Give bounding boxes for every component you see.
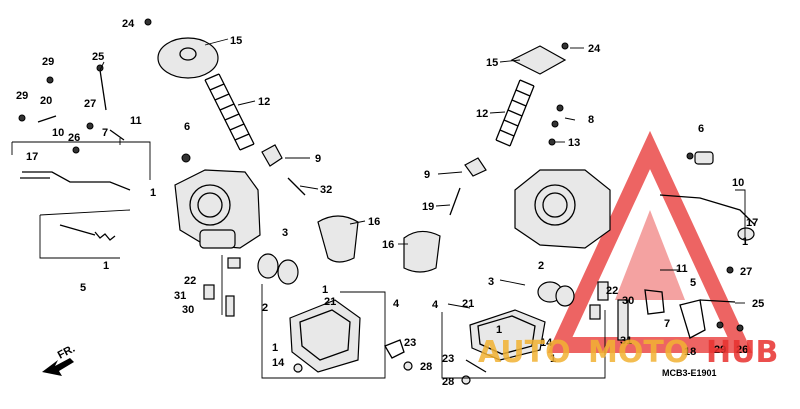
watermark-word-moto: MOTO <box>588 335 689 370</box>
pilot-screw-left <box>59 224 116 241</box>
callout-11-left: 11 <box>130 115 142 127</box>
callout-25-right: 25 <box>752 298 764 310</box>
callout-31-left: 31 <box>174 290 186 302</box>
watermark-logo <box>547 130 753 353</box>
callout-1-left-float: 1 <box>322 284 328 296</box>
group-frames <box>11 138 746 379</box>
callout-13-right: 13 <box>568 137 580 149</box>
callout-14-right: 14 <box>540 337 553 349</box>
callout-1-right-float: 1 <box>496 324 502 336</box>
callout-29-right: 29 <box>714 344 726 356</box>
callout-10-left: 10 <box>52 127 64 139</box>
callout-1-left-bracket: 1 <box>103 260 109 272</box>
watermark-word-auto: AUTO <box>478 335 571 370</box>
top-cover-right <box>510 45 567 75</box>
left-carburetor-group <box>18 18 413 373</box>
watermark-word-hub: HUB <box>706 335 778 370</box>
callout-1-right-bracket: 1 <box>742 236 748 248</box>
callout-3-left: 3 <box>282 227 288 239</box>
callout-12-left: 12 <box>258 96 270 108</box>
callout-28-left: 28 <box>420 361 432 373</box>
callout-16-left: 16 <box>368 216 380 228</box>
callout-24-right: 24 <box>588 43 601 55</box>
callout-21-left: 21 <box>324 296 336 308</box>
callout-6-right: 6 <box>698 123 704 135</box>
callout-1-left-top: 1 <box>150 187 156 199</box>
callout-29-left-top: 29 <box>42 56 54 68</box>
callout-26-right: 26 <box>736 344 748 356</box>
callout-23-left: 23 <box>404 337 416 349</box>
callout-12-right: 12 <box>476 108 488 120</box>
callout-17-left: 17 <box>26 151 38 163</box>
callout-5-right: 5 <box>690 277 696 289</box>
left-carb-body <box>174 169 261 249</box>
callout-27-right: 27 <box>740 266 752 278</box>
callout-labels: 24 15 29 25 12 29 20 27 11 6 10 26 17 9 … <box>16 18 764 388</box>
right-carburetor-group <box>403 42 756 385</box>
callout-1-left-bottom: 1 <box>272 342 278 354</box>
callout-4-right: 4 <box>432 299 439 311</box>
callout-21-right: 21 <box>462 298 474 310</box>
callout-16-right: 16 <box>382 239 394 251</box>
callout-11-right: 11 <box>676 263 688 275</box>
callout-26-left: 26 <box>68 132 80 144</box>
catalog-code: MCB3-E1901 <box>662 368 717 378</box>
callout-17-right: 17 <box>746 217 758 229</box>
leader-lines <box>99 38 745 309</box>
callout-19-right: 19 <box>422 201 434 213</box>
callout-27-left: 27 <box>84 98 96 110</box>
watermark-text: AUTO MOTO HUB <box>478 335 778 370</box>
callout-7-left: 7 <box>102 127 108 139</box>
callout-15-right: 15 <box>486 57 498 69</box>
callout-24-left: 24 <box>122 18 135 30</box>
callout-9-left: 9 <box>315 153 321 165</box>
front-direction-arrow: FR. <box>42 343 77 376</box>
callout-6-left: 6 <box>184 121 190 133</box>
callout-2-left: 2 <box>262 302 268 314</box>
callout-20-left: 20 <box>40 95 52 107</box>
callout-22-left: 22 <box>184 275 196 287</box>
callout-18-right: 18 <box>684 346 696 358</box>
callout-29-left: 29 <box>16 90 28 102</box>
callout-2-right: 2 <box>538 260 544 272</box>
callout-5-left: 5 <box>80 282 86 294</box>
callout-23-right: 23 <box>442 353 454 365</box>
callout-7-right: 7 <box>664 318 670 330</box>
callout-31-right: 31 <box>620 335 632 347</box>
spring-left <box>204 73 255 151</box>
callout-22-right: 22 <box>606 285 618 297</box>
callout-15-left: 15 <box>230 35 242 47</box>
callout-10-right: 10 <box>732 177 744 189</box>
top-cover-left <box>157 37 219 79</box>
callout-3-right: 3 <box>488 276 494 288</box>
callout-14-left: 14 <box>272 357 285 369</box>
callout-8-right: 8 <box>588 114 594 126</box>
callout-4-left: 4 <box>393 298 400 310</box>
callout-25-left: 25 <box>92 51 104 63</box>
callout-30-right: 30 <box>622 295 634 307</box>
callout-30-left: 30 <box>182 304 194 316</box>
callout-1-right-bottom: 1 <box>550 353 556 365</box>
callout-9-right: 9 <box>424 169 430 181</box>
callout-32-left: 32 <box>320 184 332 196</box>
callout-28-right: 28 <box>442 376 454 388</box>
spring-right <box>495 79 535 147</box>
direction-label: FR. <box>56 343 77 362</box>
